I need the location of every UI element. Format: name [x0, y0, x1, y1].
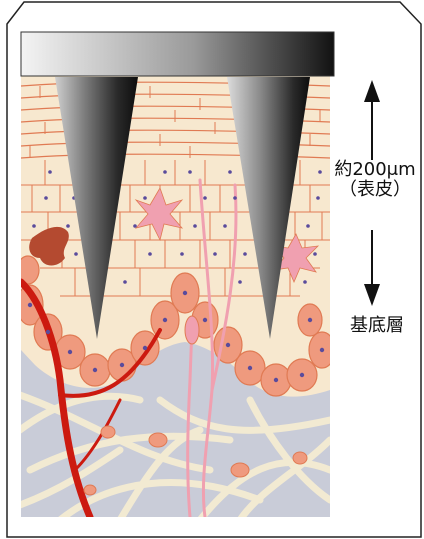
thickness-label: 約200μm （表皮） — [326, 160, 424, 200]
nerve-ending — [185, 316, 199, 344]
microneedle-base-plate — [21, 32, 334, 76]
basal-layer-label: 基底層 — [332, 316, 422, 336]
epidermis-label: （表皮） — [326, 180, 424, 200]
thickness-value: 約200μm — [326, 160, 424, 180]
